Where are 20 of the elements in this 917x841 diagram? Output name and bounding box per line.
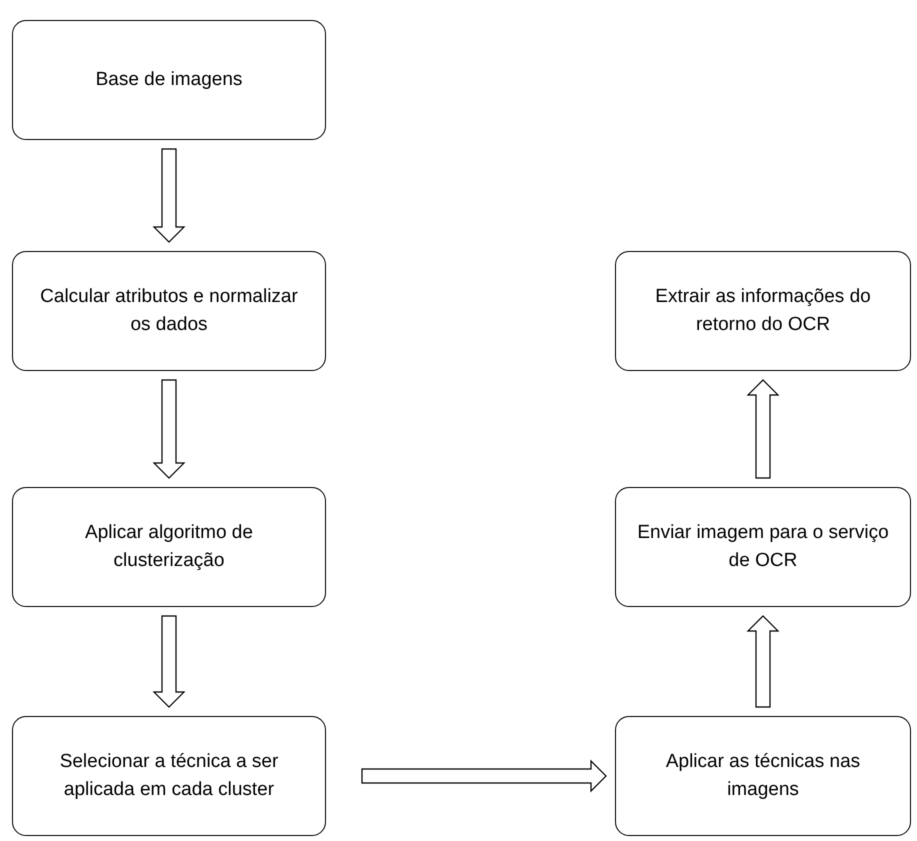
process-box <box>12 251 326 371</box>
block-arrow <box>152 615 186 708</box>
block-arrow <box>746 615 780 708</box>
process-box <box>12 20 326 140</box>
box-label: Enviar imagem para o serviço de OCR <box>636 521 890 573</box>
box-label: Aplicar algoritmo de clusterização <box>84 521 254 573</box>
box-label: Calcular atributos e normalizar os dados <box>39 285 299 337</box>
block-arrow <box>746 379 780 479</box>
box-label: Aplicar as técnicas nas imagens <box>664 750 862 802</box>
process-box <box>12 716 326 836</box>
block-arrow <box>361 760 607 792</box>
box-label: Extrair as informações do retorno do OCR <box>654 285 872 337</box>
block-arrow <box>152 379 186 479</box>
process-box <box>615 487 911 607</box>
process-box <box>615 716 911 836</box>
process-box <box>12 487 326 607</box>
box-label: Base de imagens <box>96 68 242 92</box>
process-box <box>615 251 911 371</box>
box-label: Selecionar a técnica a ser aplicada em cada cluster <box>58 750 280 802</box>
block-arrow <box>152 148 186 243</box>
